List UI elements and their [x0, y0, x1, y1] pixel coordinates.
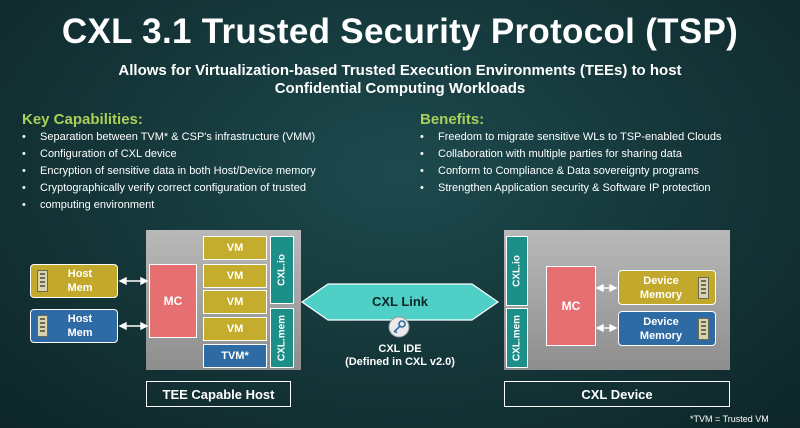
footnote: *TVM = Trusted VM [690, 414, 769, 424]
page-subtitle: Allows for Virtualization-based Trusted … [0, 62, 800, 98]
host-mem-2: Host Mem [30, 309, 118, 343]
device-caption: CXL Device [504, 381, 730, 407]
benefit-item: Collaboration with multiple parties for … [416, 146, 786, 163]
vm-box: VM [203, 236, 267, 260]
benefits-list: Freedom to migrate sensitive WLs to TSP-… [416, 129, 786, 197]
device-mem-1-line2: Memory [639, 288, 683, 301]
capability-item-continued: computing environment [18, 197, 388, 214]
cxl-ide-label: CXL IDE (Defined in CXL v2.0) [320, 343, 480, 369]
host-mem-2-arrow [118, 321, 149, 331]
subtitle-line-2: Confidential Computing Workloads [274, 80, 526, 97]
benefit-item: Strengthen Application security & Softwa… [416, 180, 786, 197]
host-mem-2-line2: Mem [67, 327, 93, 339]
cxl-ide-line1: CXL IDE [378, 343, 422, 355]
host-mem-2-label: Host Mem [31, 312, 117, 340]
vm-box: VM [203, 317, 267, 341]
memory-module-icon [37, 315, 48, 337]
capability-item-continued-text: computing environment [40, 199, 155, 211]
benefit-item: Freedom to migrate sensitive WLs to TSP-… [416, 129, 786, 146]
capability-item: Separation between TVM* & CSP's infrastr… [18, 129, 388, 146]
capabilities-heading: Key Capabilities: [22, 111, 143, 128]
host-mem-2-line1: Host [67, 313, 93, 325]
benefits-heading: Benefits: [420, 111, 485, 128]
device-memory-controller: MC [546, 266, 596, 346]
host-mem-1-label: Host Mem [31, 267, 117, 295]
vm-box: VM [203, 264, 267, 288]
host-cxl-mem: CXL.mem [270, 308, 294, 368]
cxl-ide-line2: (Defined in CXL v2.0) [345, 356, 455, 368]
device-cxl-io: CXL.io [506, 236, 528, 306]
host-mem-1-arrow [118, 276, 149, 286]
key-icon [388, 316, 410, 338]
tvm-box: TVM* [203, 344, 267, 368]
device-mem-2-line1: Device [643, 315, 679, 328]
device-mem-2: Device Memory [618, 311, 716, 346]
host-mem-1: Host Mem [30, 264, 118, 298]
page-title: CXL 3.1 Trusted Security Protocol (TSP) [61, 12, 739, 51]
vm-box: VM [203, 290, 267, 314]
host-caption: TEE Capable Host [146, 381, 291, 407]
memory-module-icon [37, 270, 48, 292]
host-mem-1-line1: Host [67, 268, 93, 280]
cxl-link-arrow [300, 283, 500, 321]
device-mem-1-arrow [595, 283, 618, 293]
device-mem-1-label: Device Memory [619, 274, 715, 302]
benefit-item: Conform to Compliance & Data sovereignty… [416, 163, 786, 180]
device-mem-2-label: Device Memory [619, 315, 715, 343]
device-mem-1: Device Memory [618, 270, 716, 305]
cxl-link-label: CXL Link [371, 294, 429, 309]
device-cxl-mem: CXL.mem [506, 308, 528, 368]
host-cxl-io: CXL.io [270, 236, 294, 304]
device-mem-1-line1: Device [643, 274, 679, 287]
host-mem-1-line2: Mem [67, 282, 93, 294]
device-mem-2-arrow [595, 323, 618, 333]
subtitle-line-1: Allows for Virtualization-based Trusted … [118, 62, 682, 79]
capabilities-list: Separation between TVM* & CSP's infrastr… [18, 129, 388, 214]
memory-module-icon [698, 276, 709, 299]
capability-item: Cryptographically verify correct configu… [18, 180, 388, 197]
capability-item: Encryption of sensitive data in both Hos… [18, 163, 388, 180]
host-memory-controller: MC [149, 264, 197, 338]
device-mem-2-line2: Memory [639, 329, 683, 342]
capability-item: Configuration of CXL device [18, 146, 388, 163]
memory-module-icon [698, 317, 709, 340]
